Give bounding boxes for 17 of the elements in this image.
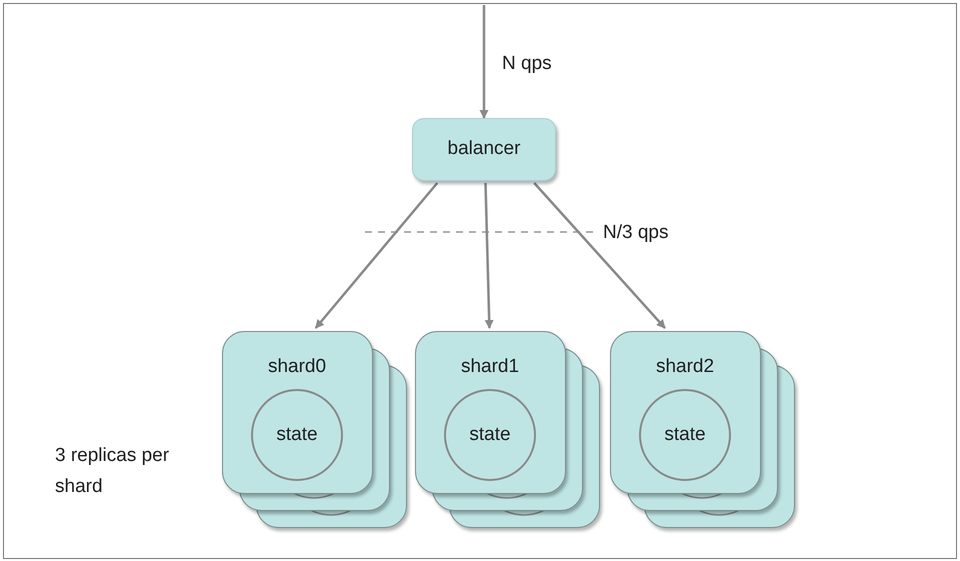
shard-card-stack: [415, 331, 601, 531]
arrow: [480, 5, 488, 119]
arrow: [533, 182, 666, 329]
rate-label: N/3 qps: [603, 221, 668, 245]
arrow: [314, 182, 438, 329]
shard-card-stack: [610, 331, 796, 531]
shard-title: shard2: [654, 355, 716, 379]
shard-title: shard1: [460, 355, 520, 379]
shard-card-stack: [222, 331, 408, 531]
shard-title: shard0: [266, 355, 328, 379]
node-label: state: [276, 422, 318, 447]
node-label: state: [664, 422, 706, 447]
replica-note: 3 replicas per shard: [55, 444, 170, 499]
balancer-box: [412, 118, 556, 181]
arrow: [484, 182, 494, 329]
node-label: balancer: [448, 137, 520, 162]
node-label: state: [469, 422, 511, 447]
